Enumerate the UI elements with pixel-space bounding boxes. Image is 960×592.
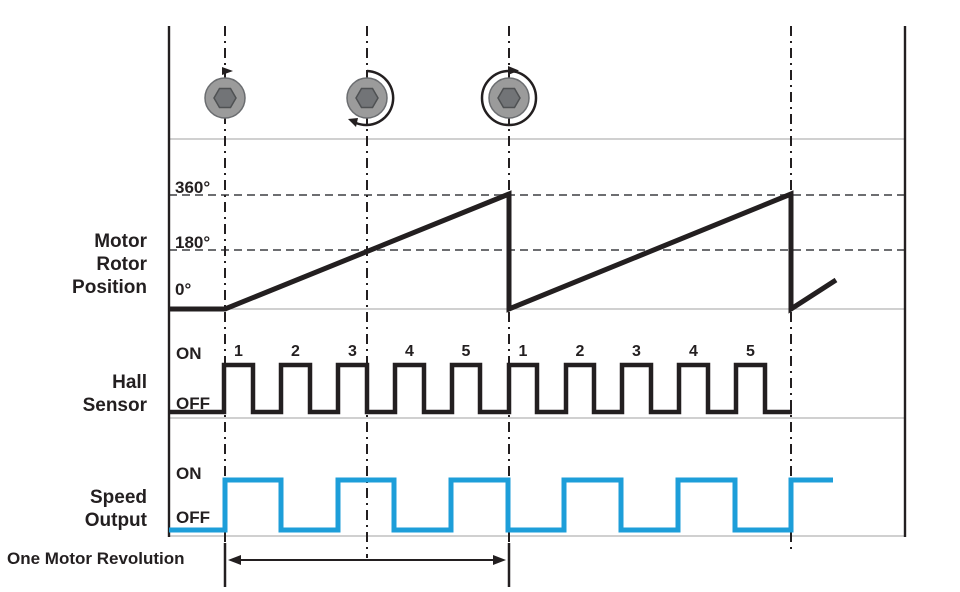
hall-pulse-number: 5	[461, 343, 471, 360]
speed-output-line1: Speed	[89, 487, 147, 508]
rotor-hex-nut-icon	[213, 87, 237, 109]
rotation-start-arrow-icon	[222, 67, 233, 75]
half-rotation-arrowhead-icon	[348, 118, 358, 127]
position-waveform	[169, 190, 838, 314]
rotor-hex-nut-icon	[355, 87, 379, 109]
hall-pulse-number: 3	[632, 343, 641, 360]
hall-sensor-line2: Sensor	[82, 395, 147, 416]
speed-waveform	[169, 477, 833, 533]
tick-0-degrees: 0°	[175, 280, 192, 299]
hall-pulse-number: 2	[291, 343, 300, 360]
hall-sensor-line1: Hall	[112, 372, 147, 393]
hall-pulse-number: 2	[575, 343, 585, 360]
hall-pulse-number: 1	[234, 343, 243, 360]
speed-on-label: ON	[176, 464, 202, 483]
motor-rotor-position-label: Motor Rotor Position	[0, 230, 147, 299]
revolution-arrowhead-left-icon	[228, 555, 241, 565]
full-rotation-arrowhead-icon	[508, 66, 519, 75]
motor-rotor-position-line2: Rotor	[96, 254, 147, 275]
hall-waveform	[169, 362, 792, 415]
revolution-arrowhead-right-icon	[493, 555, 506, 565]
tick-360-degrees: 360°	[175, 178, 211, 197]
speed-off-label: OFF	[176, 508, 210, 527]
tick-180-degrees: 180°	[175, 233, 211, 252]
hall-on-label: ON	[176, 344, 202, 363]
hall-pulse-number: 4	[405, 343, 414, 360]
hall-sensor-label: Hall Sensor	[0, 371, 147, 417]
hall-pulse-number: 3	[348, 343, 357, 360]
speed-output-label: Speed Output	[0, 486, 147, 532]
hall-off-label: OFF	[176, 394, 210, 413]
half-rotation-arc-icon	[355, 69, 395, 127]
speed-output-line2: Output	[84, 510, 147, 531]
rotor-hex-nut-icon	[497, 87, 521, 109]
one-motor-revolution-label: One Motor Revolution	[7, 549, 185, 568]
motor-rotor-position-line3: Position	[72, 277, 147, 298]
hall-pulse-number: 1	[518, 343, 528, 360]
hall-pulse-number: 4	[689, 343, 698, 360]
hall-pulse-number: 5	[746, 343, 755, 360]
motor-rotor-position-line1: Motor	[94, 231, 147, 252]
